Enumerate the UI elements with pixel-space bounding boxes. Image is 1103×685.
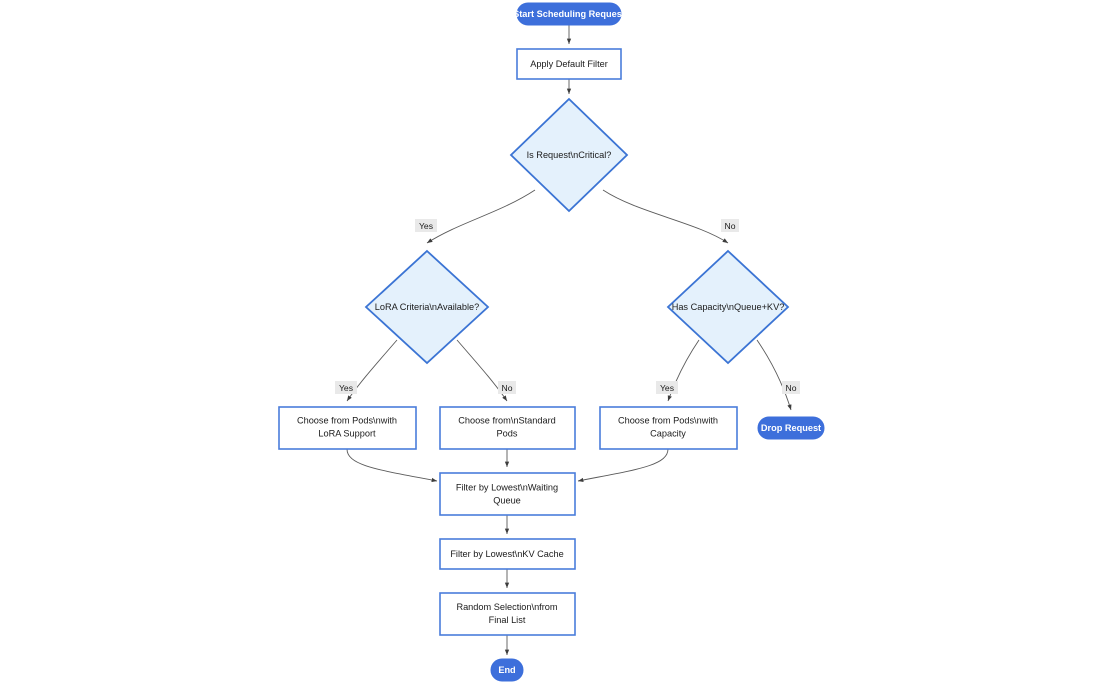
edge-label-lora-yes: Yes [335,381,357,394]
edge-lora-to-pods-standard [456,339,508,402]
edge-pods-lora-to-filter-queue [346,448,438,483]
node-start-label: Start Scheduling Request [513,9,625,19]
node-end[interactable]: End [490,658,524,682]
edge-label-layer: Yes No Yes No Yes No [335,219,800,394]
node-choose-pods-capacity-label-line2: Capacity [650,428,686,438]
edge-label-text: No [725,221,736,231]
node-choose-standard-pods[interactable]: Choose from\nStandard Pods [439,406,576,450]
node-filter-waiting-queue-label-line2: Queue [493,495,521,505]
node-is-request-critical-label: Is Request\nCritical? [527,150,612,160]
edge-label-bg [656,381,678,394]
edge-label-critical-yes: Yes [415,219,437,232]
node-apply-default-filter-label: Apply Default Filter [530,59,608,69]
node-start-shape[interactable] [516,2,622,26]
node-lora-criteria-available-shape[interactable] [364,249,490,365]
node-filter-waiting-queue-shape[interactable] [439,472,576,516]
node-drop-request-label: Drop Request [761,423,821,433]
node-filter-kv-cache-label: Filter by Lowest\nKV Cache [450,549,563,559]
node-random-selection-shape[interactable] [439,592,576,636]
edge-label-text: Yes [419,221,433,231]
edge-label-text: Yes [660,383,674,393]
edge-label-lora-no: No [498,381,516,394]
node-has-capacity-queue-kv-shape[interactable] [666,249,790,365]
node-filter-kv-cache-shape[interactable] [439,538,576,570]
node-drop-request[interactable]: Drop Request [757,416,825,440]
node-is-request-critical-shape[interactable] [509,97,629,213]
node-lora-criteria-available-label: LoRA Criteria\nAvailable? [375,302,480,312]
node-start[interactable]: Start Scheduling Request [513,2,625,26]
edge-label-text: No [786,383,797,393]
edge-label-capacity-yes: Yes [656,381,678,394]
edge-label-bg [721,219,739,232]
node-is-request-critical[interactable]: Is Request\nCritical? [509,97,629,213]
edge-label-bg [498,381,516,394]
node-has-capacity-queue-kv-label: Has Capacity\nQueue+KV? [672,302,785,312]
node-has-capacity-queue-kv[interactable]: Has Capacity\nQueue+KV? [666,249,790,365]
node-layer: Start Scheduling Request Apply Default F… [278,2,825,682]
edge-label-critical-no: No [721,219,739,232]
node-choose-pods-lora-label-line1: Choose from Pods\nwith [297,415,397,425]
edge-label-bg [415,219,437,232]
edge-label-capacity-no: No [782,381,800,394]
edge-lora-to-pods-lora [346,339,398,402]
node-apply-default-filter[interactable]: Apply Default Filter [516,48,622,80]
node-filter-waiting-queue[interactable]: Filter by Lowest\nWaiting Queue [439,472,576,516]
node-choose-pods-lora-shape[interactable] [278,406,417,450]
edge-capacity-to-drop [756,339,792,411]
node-filter-waiting-queue-label-line1: Filter by Lowest\nWaiting [456,482,558,492]
node-end-shape[interactable] [490,658,524,682]
edge-critical-to-lora [426,189,536,244]
node-end-label: End [498,665,515,675]
edge-capacity-to-pods-capacity [667,339,700,402]
edge-label-bg [335,381,357,394]
node-random-selection[interactable]: Random Selection\nfrom Final List [439,592,576,636]
edge-layer [346,25,792,655]
node-random-selection-label-line1: Random Selection\nfrom [456,602,557,612]
edge-label-text: Yes [339,383,353,393]
node-choose-pods-capacity[interactable]: Choose from Pods\nwith Capacity [599,406,738,450]
node-drop-request-shape[interactable] [757,416,825,440]
edge-label-text: No [502,383,513,393]
node-choose-pods-capacity-shape[interactable] [599,406,738,450]
node-choose-pods-lora[interactable]: Choose from Pods\nwith LoRA Support [278,406,417,450]
node-lora-criteria-available[interactable]: LoRA Criteria\nAvailable? [364,249,490,365]
edge-pods-capacity-to-filter-queue [577,448,669,483]
node-choose-pods-capacity-label-line1: Choose from Pods\nwith [618,415,718,425]
edge-critical-to-capacity [602,189,729,244]
node-choose-pods-lora-label-line2: LoRA Support [318,428,376,438]
node-choose-standard-pods-label-line2: Pods [497,428,518,438]
node-apply-default-filter-shape[interactable] [516,48,622,80]
node-filter-kv-cache[interactable]: Filter by Lowest\nKV Cache [439,538,576,570]
edge-label-bg [782,381,800,394]
node-random-selection-label-line2: Final List [489,615,526,625]
node-choose-standard-pods-shape[interactable] [439,406,576,450]
node-choose-standard-pods-label-line1: Choose from\nStandard [458,415,556,425]
